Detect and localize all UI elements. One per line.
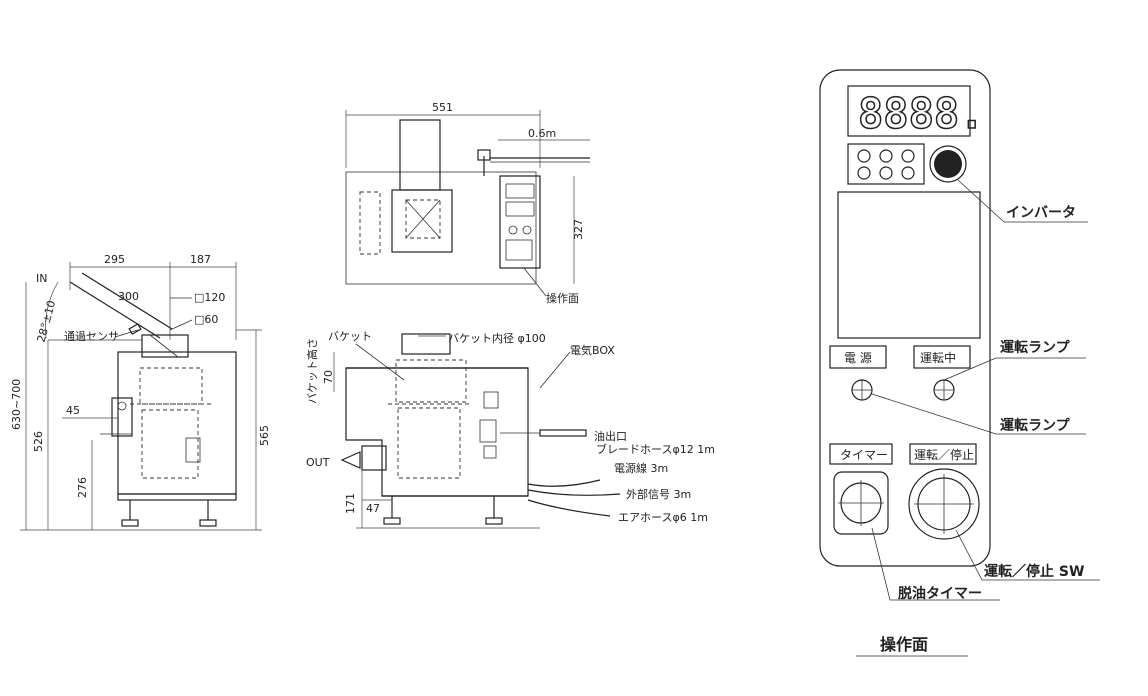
- label-air-hose: エアホースφ6 1m: [618, 511, 708, 524]
- label-in: IN: [36, 272, 47, 285]
- dim-565: 565: [258, 425, 271, 446]
- dim-526: 526: [32, 431, 45, 452]
- label-box: 電気BOX: [570, 343, 615, 357]
- dim-327: 327: [572, 219, 585, 240]
- side-view: 295 187 IN 300 28°±10 通過センサ □120 □60: [10, 253, 271, 531]
- label-bucket: バケット: [328, 330, 372, 343]
- label-bucket-dia: バケット内径 φ100: [448, 331, 546, 345]
- panel-startstop-label: 運転／停止: [914, 447, 974, 462]
- panel-timer-label: タイマー: [840, 448, 888, 462]
- control-panel: 8888. 電 源 運転中 タイマー 運転／停止: [819, 69, 991, 567]
- label-power-cable: 電源線 3m: [614, 461, 668, 475]
- callout-inverter: インバータ: [1006, 205, 1076, 221]
- dim-630-700: 630~700: [10, 379, 23, 430]
- callout-switch: 運転／停止 SW: [984, 563, 1084, 580]
- label-out: OUT: [306, 456, 330, 469]
- dim-47: 47: [366, 502, 380, 515]
- label-angle: 28°±10: [35, 299, 59, 344]
- label-top-panel: 操作面: [546, 291, 579, 305]
- top-view: 551 0.6m 327 操作面: [345, 101, 590, 305]
- dim-276: 276: [76, 477, 89, 498]
- dim-70: 70: [322, 370, 335, 384]
- label-sq60: □60: [194, 313, 218, 326]
- label-sq120: □120: [194, 291, 225, 304]
- panel-running-label: 運転中: [920, 350, 956, 365]
- front-view: バケット バケット内径 φ100 電気BOX バケット高さ 70 油出口 ブレー…: [305, 330, 715, 529]
- label-sensor: 通過センサ: [64, 330, 119, 343]
- panel-callouts: インバータ 運転ランプ 運転ランプ 運転／停止 SW 脱油タイマー 操作面: [856, 179, 1100, 657]
- dim-300: 300: [118, 290, 139, 303]
- panel-display: 8888.: [858, 89, 984, 138]
- dim-295: 295: [104, 253, 125, 266]
- label-bucket-height: バケット高さ: [305, 338, 319, 404]
- dim-45: 45: [66, 404, 80, 417]
- callout-timer: 脱油タイマー: [898, 585, 982, 602]
- dim-171: 171: [344, 493, 357, 514]
- label-oil-outlet: 油出口: [594, 429, 627, 443]
- dim-551: 551: [432, 101, 453, 114]
- panel-caption: 操作面: [880, 635, 928, 654]
- dim-187: 187: [190, 253, 211, 266]
- callout-lamp1: 運転ランプ: [1000, 339, 1071, 356]
- dim-hose: 0.6m: [528, 127, 556, 140]
- panel-power-label: 電 源: [844, 351, 872, 365]
- label-blade-hose: ブレードホースφ12 1m: [596, 442, 715, 456]
- callout-lamp2: 運転ランプ: [1000, 417, 1071, 434]
- label-ext-signal: 外部信号 3m: [626, 487, 691, 501]
